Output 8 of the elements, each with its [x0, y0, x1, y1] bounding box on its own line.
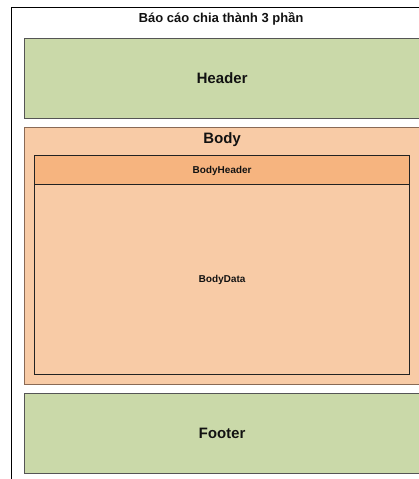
- subsection-box: BodyData: [34, 184, 410, 375]
- section-box: Footer: [24, 393, 419, 474]
- title: Báo cáo chia thành 3 phần: [138, 10, 304, 25]
- section-panel: [24, 127, 419, 385]
- frame: [11, 7, 419, 479]
- subsection-box: BodyHeader: [34, 155, 410, 185]
- section-box: Header: [24, 38, 419, 119]
- section-title: Body: [202, 130, 242, 147]
